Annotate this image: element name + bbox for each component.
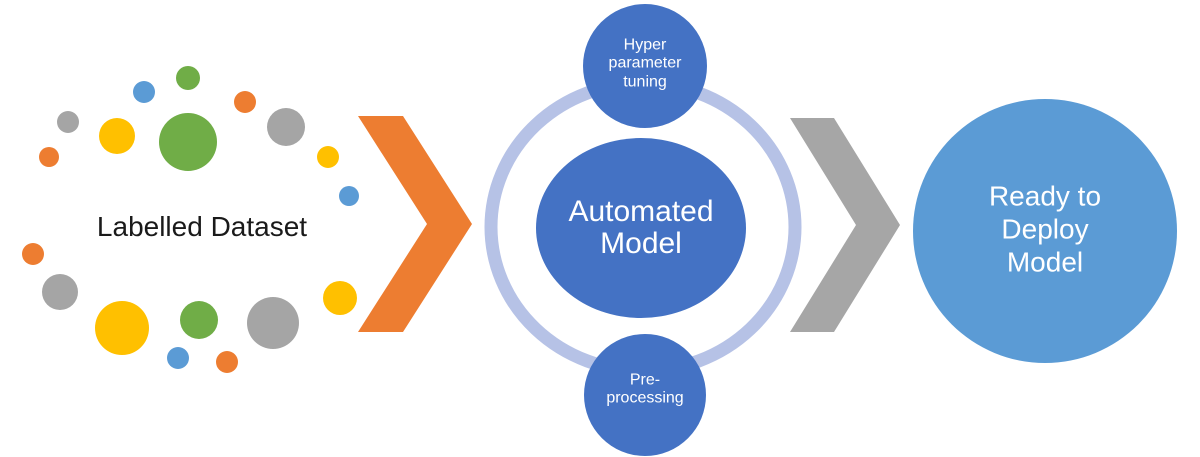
dataset-dot-orange: [234, 91, 256, 113]
dataset-dot-yellow: [323, 281, 357, 315]
chevron-right-orange-icon: [358, 116, 472, 332]
ready-to-deploy-circle: [913, 99, 1177, 363]
pre-processing-circle: [584, 334, 706, 456]
labelled-dataset-cluster: [22, 66, 359, 373]
dataset-dot-green: [180, 301, 218, 339]
dataset-dot-gray: [267, 108, 305, 146]
dataset-dot-green: [159, 113, 217, 171]
dataset-dot-green: [176, 66, 200, 90]
dataset-dot-blue: [167, 347, 189, 369]
dataset-dot-gray: [247, 297, 299, 349]
hyper-parameter-tuning-circle: [583, 4, 707, 128]
dataset-dot-gray: [57, 111, 79, 133]
automated-model-ellipse: [536, 138, 746, 318]
dataset-dot-yellow: [317, 146, 339, 168]
dataset-dot-orange: [39, 147, 59, 167]
dataset-dot-yellow: [95, 301, 149, 355]
dataset-dot-yellow: [99, 118, 135, 154]
chevron-right-gray-icon: [790, 118, 900, 332]
dataset-dot-blue: [339, 186, 359, 206]
dataset-dot-blue: [133, 81, 155, 103]
dataset-dot-orange: [216, 351, 238, 373]
dataset-dot-orange: [22, 243, 44, 265]
dataset-dot-gray: [42, 274, 78, 310]
